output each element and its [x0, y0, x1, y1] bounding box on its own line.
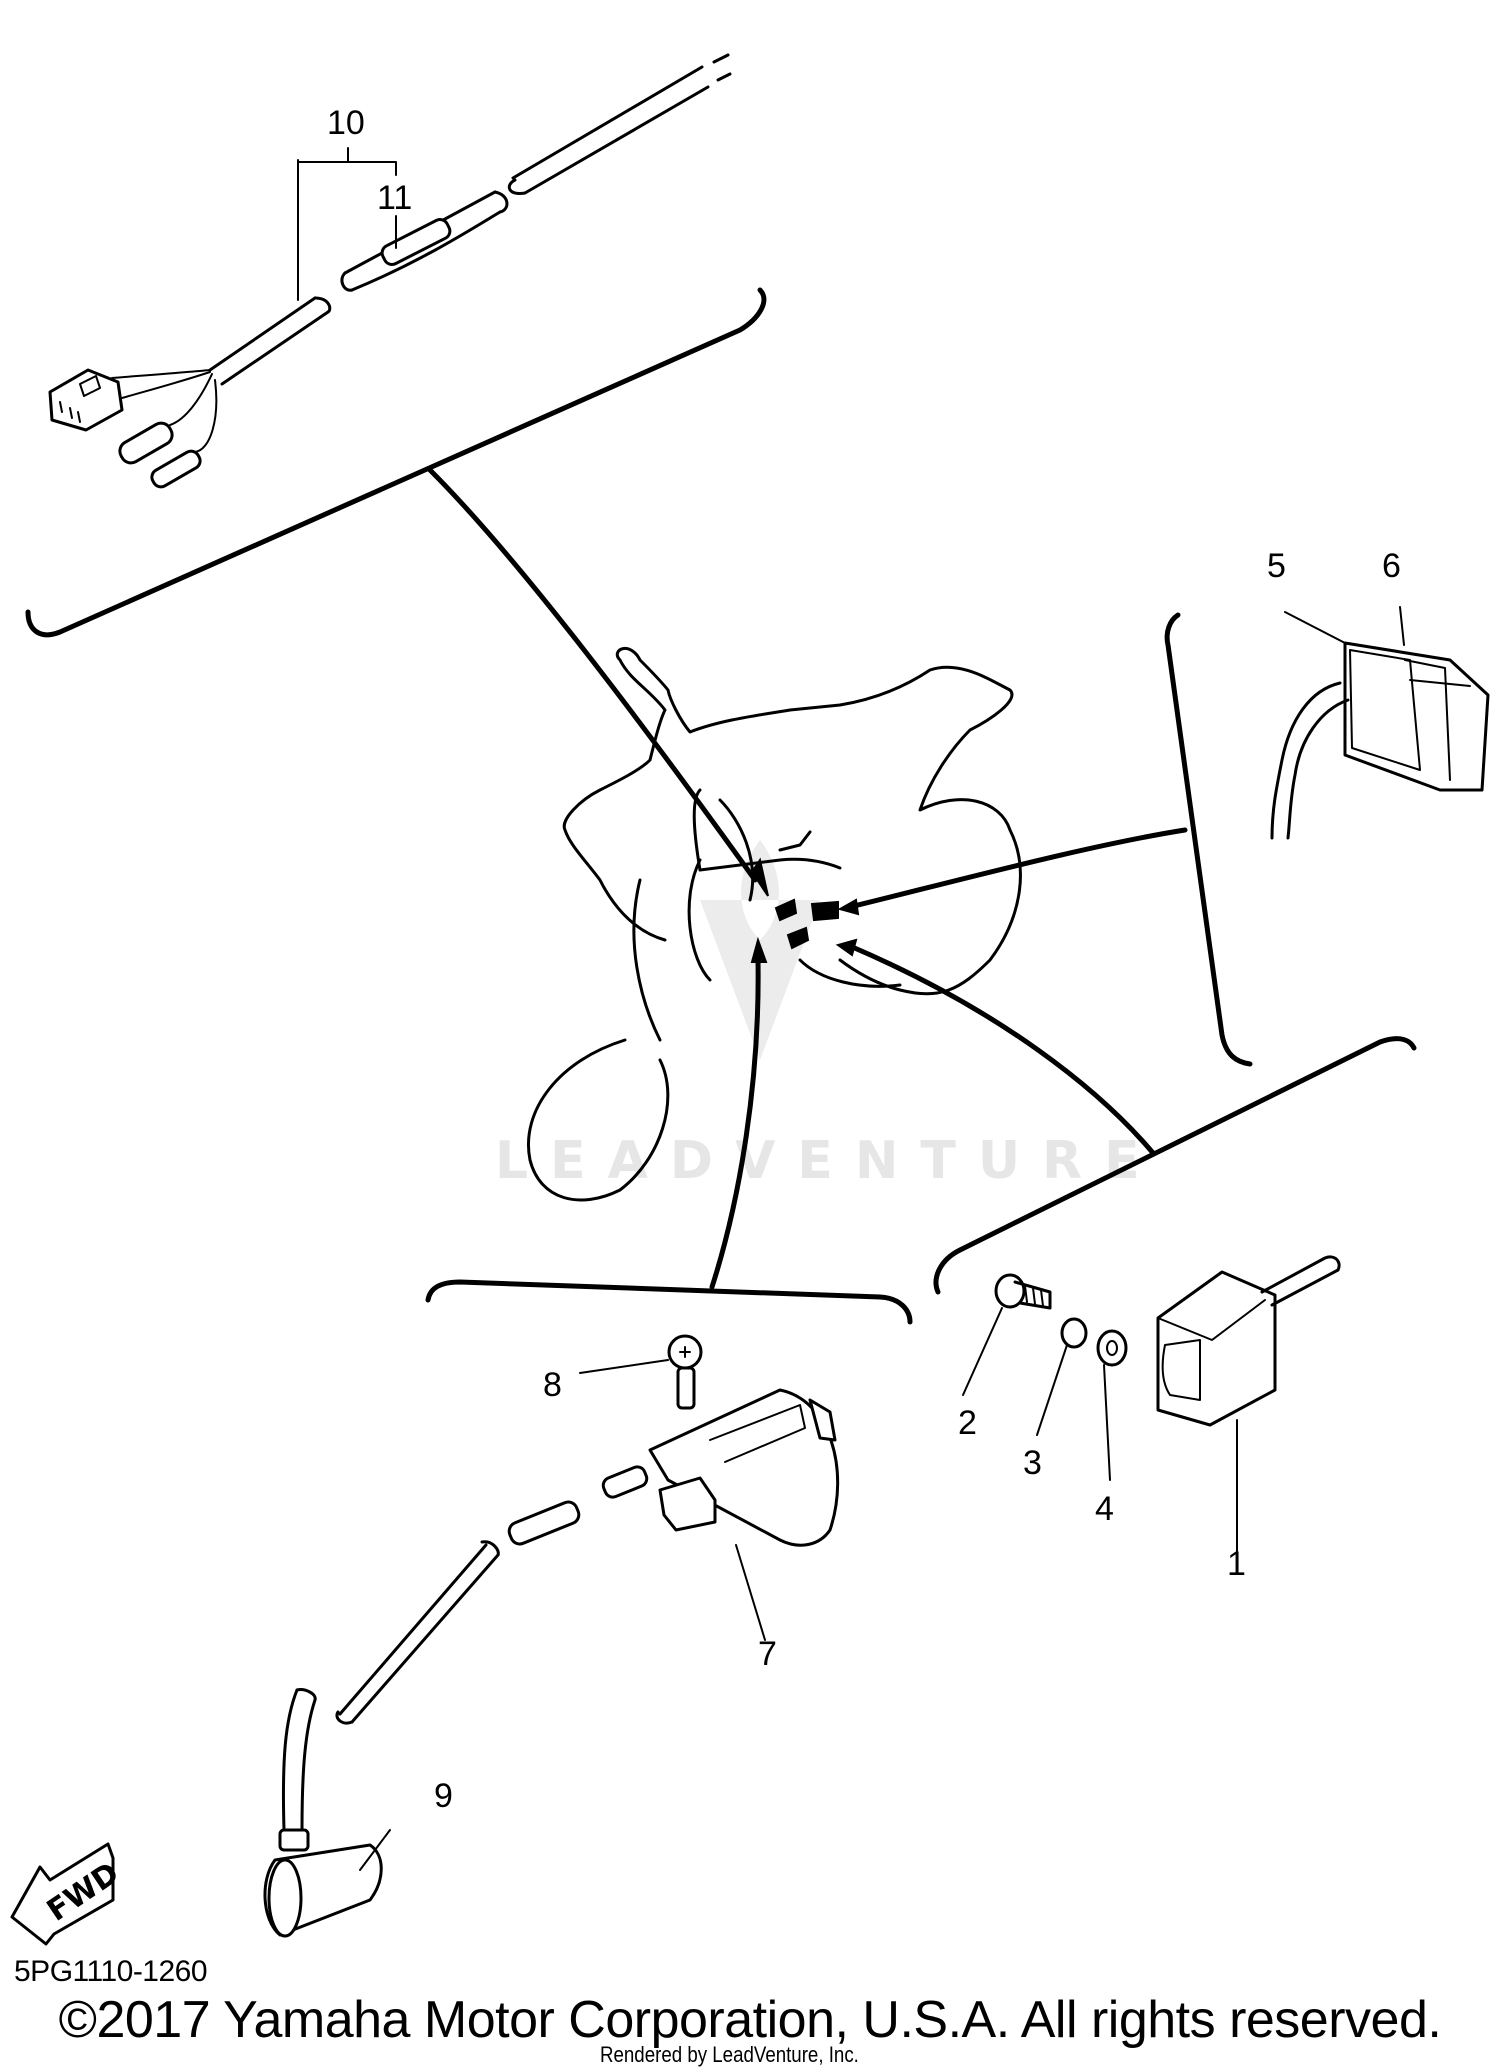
fwd-arrow-icon: FWD	[10, 1842, 126, 1946]
callout-6: 6	[1382, 547, 1401, 585]
wire-harness[interactable]	[48, 53, 732, 490]
callout-9: 9	[434, 1777, 453, 1815]
bracket-harness	[25, 287, 769, 897]
callout-11: 11	[377, 179, 412, 217]
leadventure-watermark: LEADVENTURE	[495, 840, 1162, 1191]
bracket-connector	[837, 612, 1253, 1067]
callout-5: 5	[1267, 547, 1286, 585]
ignitor-unit[interactable]	[1156, 1255, 1341, 1571]
copyright-notice: ©2017 Yamaha Motor Corporation, U.S.A. A…	[58, 1991, 1442, 2049]
ignition-coil[interactable]	[579, 1334, 840, 1641]
callout-numbers: 1 2 3 4 5 6 7 8 9 10 11	[327, 104, 1401, 1815]
bolt-and-washers[interactable]	[962, 1273, 1128, 1481]
callout-2: 2	[958, 1404, 977, 1442]
callout-10: 10	[327, 104, 365, 142]
callout-4: 4	[1095, 1490, 1114, 1528]
callout-1: 1	[1227, 1545, 1246, 1583]
watermark-text: LEADVENTURE	[495, 1131, 1162, 1191]
callout-7: 7	[758, 1635, 777, 1673]
spark-plug-lead[interactable]	[263, 1499, 582, 1938]
callout-8: 8	[543, 1366, 562, 1404]
diagram-code: 5PG1110-1260	[14, 1955, 208, 1988]
bracket-ignitor	[835, 938, 1417, 1295]
bracket-coil	[425, 936, 913, 1325]
rendered-by-credit: Rendered by LeadVenture, Inc.	[600, 2042, 859, 2067]
callout-3: 3	[1023, 1444, 1042, 1482]
coupler-assembly[interactable]	[1270, 606, 1490, 840]
